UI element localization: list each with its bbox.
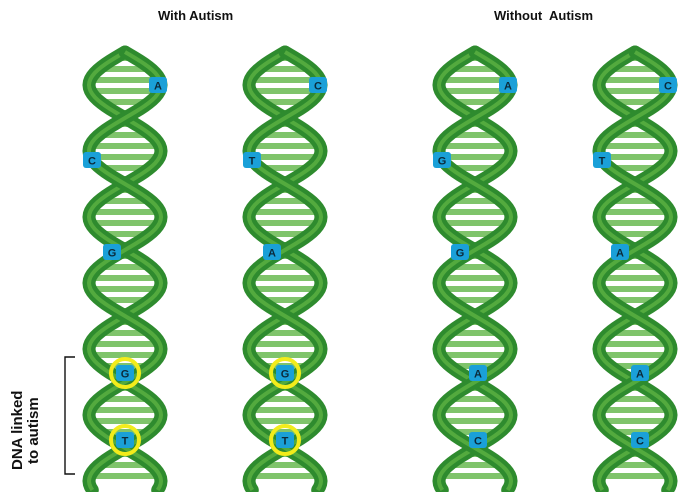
base-a: A	[263, 244, 281, 260]
base-a: A	[469, 365, 487, 381]
base-letter: C	[664, 81, 672, 93]
base-letter: C	[636, 436, 644, 448]
base-letter: A	[636, 369, 644, 381]
base-a: A	[611, 244, 629, 260]
base-letter: T	[249, 156, 256, 168]
base-c: C	[659, 77, 677, 93]
base-g: G	[103, 244, 121, 260]
dna-helix-2: C T A G T	[243, 52, 327, 490]
dna-helix-4: C T A A C	[593, 52, 677, 490]
bracket	[62, 356, 76, 476]
base-letter: A	[154, 81, 162, 93]
base-letter: T	[282, 436, 289, 448]
base-c: C	[469, 432, 487, 448]
base-g: G	[451, 244, 469, 260]
base-c: C	[631, 432, 649, 448]
base-letter: G	[438, 156, 447, 168]
base-letter: C	[88, 156, 96, 168]
base-letter: G	[281, 369, 290, 381]
base-g: G	[433, 152, 451, 168]
side-label-line2: to autism	[25, 397, 42, 464]
base-letter: C	[314, 81, 322, 93]
base-a: A	[631, 365, 649, 381]
base-c: C	[83, 152, 101, 168]
base-a: A	[499, 77, 517, 93]
base-c: C	[309, 77, 327, 93]
base-letter: A	[504, 81, 512, 93]
base-t: T	[593, 152, 611, 168]
base-letter: G	[108, 248, 117, 260]
dna-linked-to-autism-label: DNA linked to autism	[4, 360, 48, 472]
dna-helix-3: A G G A C	[433, 52, 517, 490]
base-letter: C	[474, 436, 482, 448]
base-t: T	[243, 152, 261, 168]
base-letter: T	[599, 156, 606, 168]
side-label-line1: DNA linked	[9, 391, 26, 470]
base-letter: G	[456, 248, 465, 260]
dna-helix-1: A C G G T	[83, 52, 167, 490]
base-letter: G	[121, 369, 130, 381]
base-letter: A	[616, 248, 624, 260]
base-letter: A	[268, 248, 276, 260]
base-a: A	[149, 77, 167, 93]
base-letter: A	[474, 369, 482, 381]
base-letter: T	[122, 436, 129, 448]
